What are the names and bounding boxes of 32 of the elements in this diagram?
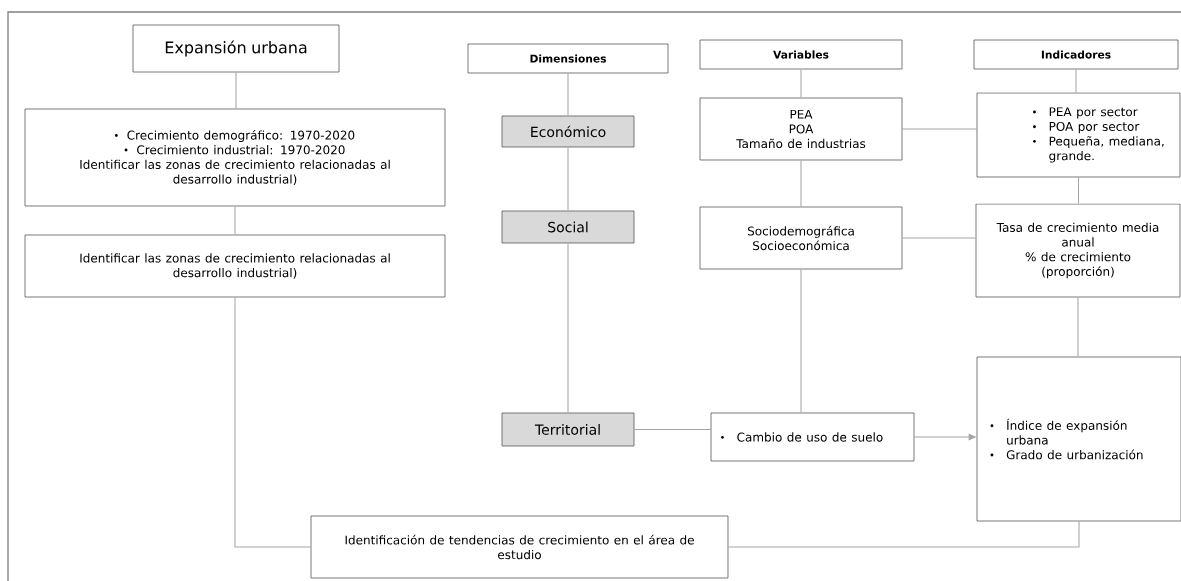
title-box: Expansión urbana	[132, 24, 340, 73]
process-box: PEA por sector POA por sector Pequeña, mediana, grande.	[976, 92, 1181, 178]
connector-line	[901, 237, 977, 239]
connector-line	[1077, 296, 1079, 358]
process-box: Sociodemográfica Socioeconómica	[699, 206, 903, 270]
connector-line	[800, 268, 802, 414]
column-header-box: Indicadores	[973, 39, 1179, 70]
connector-line	[633, 428, 712, 431]
connector-line	[567, 242, 569, 414]
process-box: Identificar las zonas de crecimiento relacionadas al desarrollo industrial)	[24, 234, 446, 298]
process-box: Identificación de tendencias de crecimiento en el área de estudio	[310, 515, 729, 579]
dimension-box: Económico	[501, 115, 635, 148]
process-box: Cambio de uso de suelo	[710, 412, 915, 462]
process-box: Tasa de crecimiento media anual % de crecimiento (proporción)	[975, 203, 1181, 298]
process-box: Crecimiento demográfico: 1970-2020 Crecimiento industrial: 1970-2020 Identificar las zonas de crecimiento relacionadas al desarrollo industrial)	[24, 108, 446, 207]
connector-line	[800, 68, 802, 99]
connector-line	[727, 520, 1080, 548]
column-header-box: Variables	[699, 39, 903, 70]
dimension-box: Territorial	[501, 412, 635, 447]
connector-line	[567, 72, 569, 117]
connector-line	[234, 205, 236, 236]
connector-line	[901, 128, 978, 130]
process-box: Índice de expansión urbana Grado de urbanización	[976, 356, 1181, 522]
connector-line	[1075, 68, 1077, 94]
connector-line	[1077, 176, 1080, 205]
column-header-box: Dimensiones	[467, 43, 669, 74]
connector-line	[800, 159, 802, 208]
dimension-box: Social	[501, 210, 635, 244]
connector-line	[235, 71, 237, 110]
connector-line	[234, 296, 312, 548]
connector-line	[567, 146, 569, 212]
process-box: PEA POA Tamaño de industrias	[699, 97, 903, 161]
